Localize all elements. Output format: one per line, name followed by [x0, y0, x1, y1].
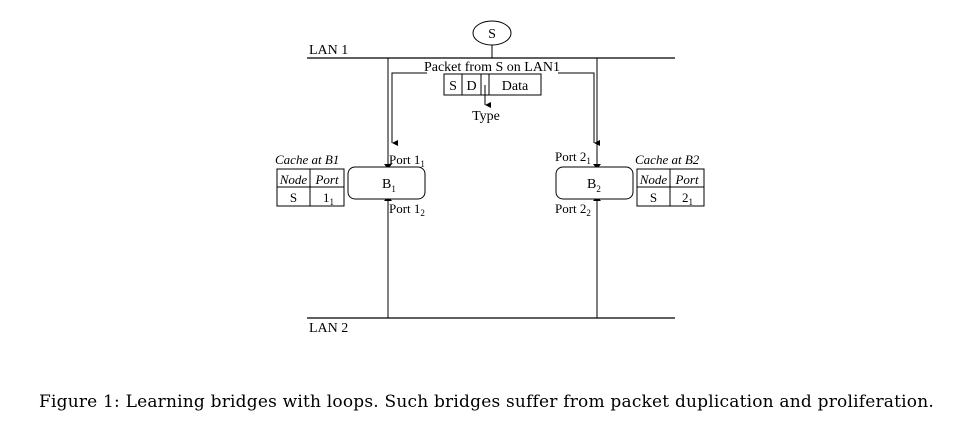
packet-arrow-to-b1	[391, 72, 427, 146]
port-2-1-label: Port 21	[555, 149, 591, 166]
packet-flow: Packet from S on LAN1	[391, 60, 600, 146]
lan1-label: LAN 1	[309, 43, 348, 58]
cache-table-b1: Cache at B1 Node Port S 11	[275, 152, 345, 207]
lan2: LAN 2	[307, 317, 675, 336]
type-label: Type	[472, 109, 500, 124]
cache-b1-header-port: Port	[314, 172, 339, 187]
bridge-b1: B1 Port 11 Port 12	[347, 152, 426, 218]
source-node: S	[472, 20, 512, 58]
bridge-b2: B2 Port 21 Port 22	[555, 149, 634, 218]
lan2-label: LAN 2	[309, 321, 348, 336]
cache-b1-row-node: S	[290, 190, 297, 205]
source-node-label: S	[488, 27, 496, 42]
packet-field-data: Data	[502, 79, 529, 94]
cache-b1-row-port: 11	[323, 190, 334, 207]
cache-b2-header-port: Port	[674, 172, 699, 187]
cache-b2-title: Cache at B2	[635, 152, 700, 167]
bridge-b2-label: B2	[587, 177, 601, 194]
packet-field-source: S	[449, 79, 457, 94]
port-2-2-label: Port 22	[555, 201, 591, 218]
cache-table-b2: Cache at B2 Node Port S 21	[635, 152, 705, 207]
cache-b1-title: Cache at B1	[275, 152, 339, 167]
port-1-1-label: Port 11	[389, 152, 425, 169]
bridge-b1-box	[347, 166, 426, 200]
lan1: LAN 1	[307, 43, 675, 59]
cache-b2-row-node: S	[650, 190, 657, 205]
cache-b1-header-node: Node	[279, 172, 308, 187]
bridge-b2-box	[555, 166, 634, 200]
packet-field-dest: D	[466, 79, 476, 94]
packet-title: Packet from S on LAN1	[424, 60, 560, 75]
bridge-b1-label: B1	[382, 177, 396, 194]
cache-b2-header-node: Node	[639, 172, 668, 187]
packet-format: S D Data Type	[443, 73, 542, 124]
figure-caption: Figure 1: Learning bridges with loops. S…	[38, 392, 934, 412]
packet-arrow-to-b2	[558, 72, 600, 146]
cache-b2-row-port: 21	[682, 190, 693, 207]
port-1-2-label: Port 12	[389, 201, 425, 218]
